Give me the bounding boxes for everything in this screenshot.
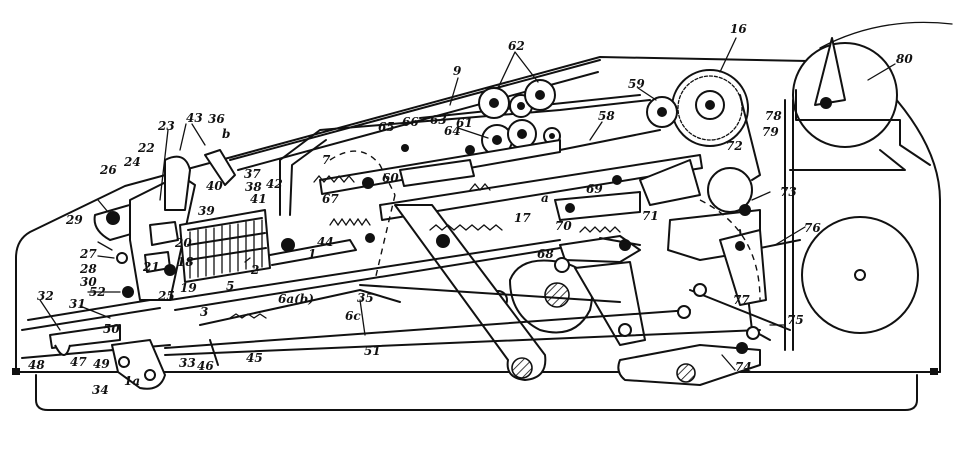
- label-44: 44: [317, 235, 334, 249]
- central-mechanism: [319, 129, 801, 341]
- label-16: 16: [730, 22, 747, 36]
- label-49: 49: [93, 357, 110, 371]
- label-42: 42: [266, 177, 283, 191]
- pivot-pins: [362, 144, 745, 251]
- label-64: 64: [444, 124, 461, 138]
- label-76: 76: [804, 221, 821, 235]
- label-18: 18: [177, 255, 194, 269]
- label-31: 31: [69, 297, 86, 311]
- label-78: 78: [765, 109, 782, 123]
- label-40: 40: [206, 179, 223, 193]
- label-6c: 6c: [345, 309, 361, 323]
- label-25: 25: [157, 289, 175, 303]
- label-33: 33: [179, 356, 196, 370]
- type-rollers: [478, 79, 561, 156]
- label-68: 68: [537, 247, 554, 261]
- print-wheel-assembly: [646, 69, 761, 181]
- label-29: 29: [65, 213, 83, 227]
- label-5: 5: [226, 279, 234, 293]
- label-80: 80: [896, 52, 913, 66]
- label-36: 36: [208, 112, 225, 126]
- label-52: 52: [89, 285, 106, 299]
- label-60: 60: [382, 171, 399, 185]
- label-48: 48: [28, 358, 45, 372]
- label-27: 27: [79, 247, 97, 261]
- label-47: 47: [70, 355, 87, 369]
- label-74: 74: [735, 360, 752, 374]
- label-1a: 1a: [124, 374, 140, 388]
- label-24: 24: [123, 155, 141, 169]
- leader-lines: [39, 37, 896, 371]
- label-28: 28: [79, 262, 97, 276]
- lower-lever-stack: [21, 299, 219, 390]
- keyboard-section: [93, 149, 236, 301]
- label-69: 69: [586, 182, 603, 196]
- label-65: 65: [378, 120, 395, 134]
- label-79: 79: [762, 125, 779, 139]
- label-6ab: 6a(b): [278, 292, 314, 306]
- label-73: 73: [780, 185, 797, 199]
- label-22: 22: [137, 141, 155, 155]
- label-39: 39: [198, 204, 215, 218]
- label-50: 50: [103, 322, 120, 336]
- linkage-rods: [164, 239, 761, 356]
- label-38: 38: [245, 180, 262, 194]
- label-72: 72: [726, 139, 743, 153]
- label-63: 63: [430, 113, 447, 127]
- label-23: 23: [157, 119, 175, 133]
- label-77: 77: [733, 293, 750, 307]
- label-45: 45: [246, 351, 263, 365]
- label-35: 35: [357, 291, 374, 305]
- label-17: 17: [514, 211, 531, 225]
- label-66: 66: [402, 115, 419, 129]
- label-67: 67: [322, 192, 339, 206]
- label-51: 51: [364, 344, 381, 358]
- label-41: 41: [250, 192, 267, 206]
- label-61: 61: [456, 116, 473, 130]
- label-71: 71: [642, 209, 659, 223]
- key-stem-comb: [179, 209, 357, 283]
- label-43: 43: [186, 111, 203, 125]
- label-21: 21: [142, 260, 160, 274]
- label-7: 7: [322, 153, 331, 167]
- label-46: 46: [197, 359, 214, 373]
- label-26: 26: [99, 163, 117, 177]
- label-70: 70: [555, 219, 572, 233]
- label-30: 30: [80, 275, 97, 289]
- label-19: 19: [180, 281, 197, 295]
- springs: [229, 174, 621, 319]
- label-1: 1: [308, 247, 316, 261]
- label-a: a: [541, 191, 549, 205]
- label-58: 58: [598, 109, 615, 123]
- label-b: b: [222, 127, 230, 141]
- label-75: 75: [787, 313, 804, 327]
- label-32: 32: [37, 289, 54, 303]
- label-2: 2: [250, 263, 259, 277]
- label-59: 59: [628, 77, 645, 91]
- label-37: 37: [244, 167, 261, 181]
- label-9: 9: [453, 64, 462, 78]
- reference-labels: 16 62 9 80 59 58 78 79 72 61 63 64 65 66…: [28, 22, 913, 397]
- label-62: 62: [508, 39, 525, 53]
- paper-roll-assembly: [784, 37, 931, 351]
- label-3: 3: [200, 305, 208, 319]
- label-34: 34: [92, 383, 109, 397]
- label-20: 20: [174, 236, 192, 250]
